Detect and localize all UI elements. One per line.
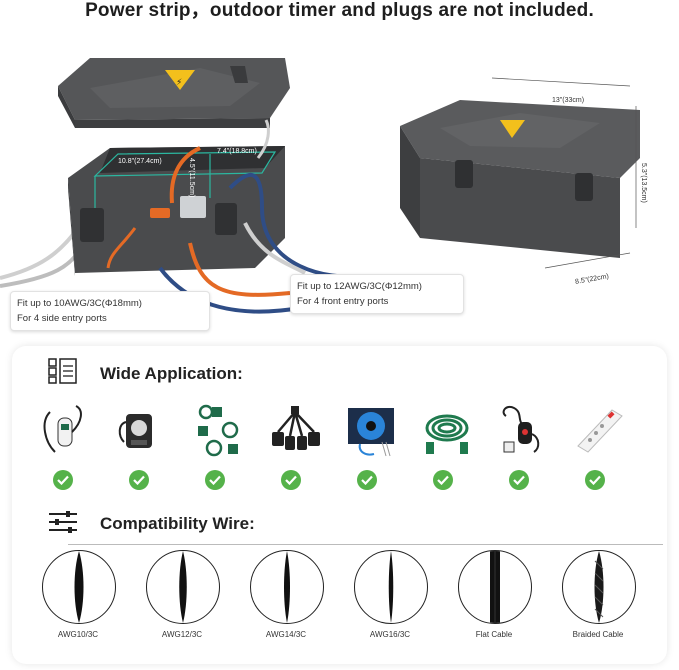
application-item (34, 402, 94, 502)
wire-label: AWG16/3C (369, 630, 411, 639)
outdoor-timer-icon (118, 414, 152, 448)
wire-sample-braided (562, 550, 636, 624)
callout-front-entry: Fit up to 12AWG/3C(Φ12mm) For 4 front en… (290, 274, 464, 314)
wire-item: AWG10/3C (38, 550, 118, 650)
callout-front-line2: For 4 front entry ports (297, 296, 389, 307)
application-item (262, 402, 322, 502)
sliders-icon (49, 511, 77, 533)
application-item (110, 402, 170, 502)
wire-item: AWG16/3C (350, 550, 430, 650)
headline: Power strip，outdoor timer and plugs are … (85, 0, 594, 21)
green-extension-cord-icon (425, 414, 469, 454)
wire-sample-awg10 (42, 550, 116, 624)
wire-sample-awg14 (250, 550, 324, 624)
applications-row (34, 402, 634, 502)
dim-height: 5.3"(13.5cm) (640, 163, 647, 203)
gfci-cord-icon (502, 406, 540, 453)
application-item (186, 402, 246, 502)
check-icon (129, 470, 149, 490)
open-box-illustration: ⚡ (0, 58, 640, 314)
multi-outlet-cord-icon (272, 406, 320, 450)
power-strip-icon (577, 409, 623, 453)
dim-inner-length: 10.8"(27.4cm) (118, 158, 162, 165)
callout-side-line2: For 4 side entry ports (17, 313, 107, 324)
wire-label: AWG14/3C (265, 630, 307, 639)
application-list-icon (48, 358, 77, 384)
wire-label: AWG10/3C (57, 630, 99, 639)
applications-title: Wide Application: (100, 364, 243, 383)
wires-title: Compatibility Wire: (100, 514, 255, 533)
check-icon (357, 470, 377, 490)
application-item (338, 402, 398, 502)
callout-side-line1: Fit up to 10AWG/3C(Φ18mm) (17, 298, 142, 309)
wire-sample-flat (458, 550, 532, 624)
product-area: ⚡ 13"(33cm) 5.3"( (0, 28, 679, 340)
info-panel: Wide Application: (12, 346, 667, 664)
callout-side-entry: Fit up to 10AWG/3C(Φ18mm) For 4 side ent… (10, 291, 210, 331)
application-item (490, 402, 550, 502)
wire-item: Braided Cable (558, 550, 638, 650)
application-item (414, 402, 474, 502)
svg-text:⚡: ⚡ (176, 77, 182, 87)
wire-sample-awg12 (146, 550, 220, 624)
callout-front-line1: Fit up to 12AWG/3C(Φ12mm) (297, 281, 422, 292)
wire-item: AWG12/3C (142, 550, 222, 650)
check-icon (281, 470, 301, 490)
divider (68, 544, 663, 545)
check-icon (205, 470, 225, 490)
application-item (566, 402, 626, 502)
wire-item: Flat Cable (454, 550, 534, 650)
wires-row: AWG10/3C AWG12/3C AWG14/3C AWG16/3C Flat… (38, 544, 663, 654)
ev-charger-icon (43, 405, 82, 453)
check-icon (53, 470, 73, 490)
cord-reel-icon (348, 408, 394, 457)
wire-sample-awg16 (354, 550, 428, 624)
check-icon (509, 470, 529, 490)
check-icon (585, 470, 605, 490)
dim-inner-height: 4.5"(11.5cm) (188, 158, 195, 198)
wire-label: Braided Cable (572, 630, 624, 639)
wire-label: AWG12/3C (161, 630, 203, 639)
extension-splitter-icon (198, 404, 239, 457)
wire-label: Flat Cable (475, 630, 513, 639)
dim-length: 13"(33cm) (552, 97, 585, 104)
wire-item: AWG14/3C (246, 550, 326, 650)
check-icon (433, 470, 453, 490)
dim-inner-width: 7.4"(18.8cm) (217, 148, 257, 155)
